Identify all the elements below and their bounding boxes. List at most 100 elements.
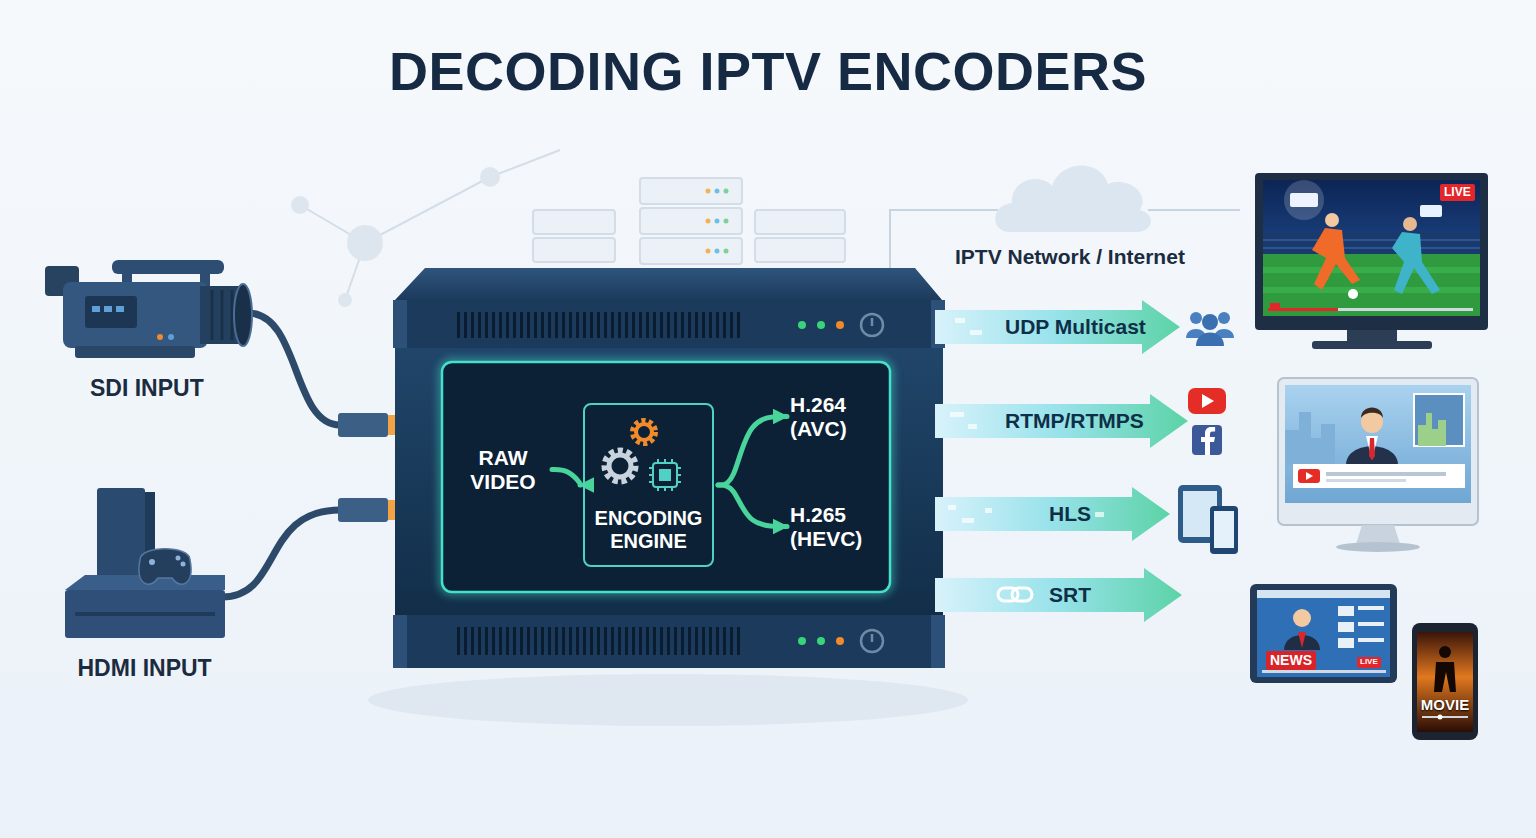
output-arrows <box>935 300 1180 354</box>
live-badge: LIVE <box>1440 184 1475 201</box>
hdmi-cable <box>338 498 388 522</box>
tv-live-sports <box>1347 330 1397 342</box>
encoder-chassis <box>861 630 883 652</box>
node-text: H.264 (AVC) <box>790 393 880 440</box>
input-label: HDMI INPUT <box>78 655 212 682</box>
srt-link-icon <box>1012 588 1032 601</box>
video-camera <box>212 290 232 340</box>
game-console <box>181 562 186 567</box>
node-text: ENCODING ENGINE <box>591 507 706 553</box>
tablet-news <box>1262 670 1386 673</box>
hdmi-cable <box>222 510 340 597</box>
tablet-news <box>1250 584 1397 683</box>
tv-live-sports <box>1348 289 1358 299</box>
gear-icons <box>605 451 635 481</box>
codec-label: H.265 (HEVC) <box>790 503 880 550</box>
background-servers <box>533 178 845 264</box>
network-label: IPTV Network / Internet <box>955 245 1185 269</box>
encoder-panel <box>442 362 890 592</box>
background-servers <box>640 178 742 204</box>
background-servers <box>640 238 742 264</box>
tablet-news <box>1250 584 1397 683</box>
encoder-chassis <box>798 321 806 329</box>
tablet-news <box>1358 622 1384 626</box>
encoder-panel <box>442 362 890 592</box>
video-camera <box>112 260 224 274</box>
background-network <box>480 167 500 187</box>
output-arrows <box>935 487 1170 541</box>
node-text: HDMI INPUT <box>78 655 212 682</box>
cloud <box>995 165 1151 232</box>
encoder-chassis <box>817 637 825 645</box>
encoder-panel <box>442 362 890 592</box>
news-badge: NEWS <box>1266 651 1316 670</box>
protocol-label: UDP Multicast <box>1005 315 1146 339</box>
sdi-cable <box>338 413 388 437</box>
background-servers <box>706 219 711 224</box>
audience-icon <box>1196 333 1224 347</box>
encoder-chassis <box>871 634 874 642</box>
video-camera <box>116 306 124 312</box>
audience-icon <box>1190 312 1202 324</box>
background-servers <box>533 210 615 234</box>
tv-live-sports <box>1263 270 1480 290</box>
node-text: RAW VIDEO <box>458 446 548 493</box>
encoder-chassis <box>393 300 407 348</box>
monitor-news <box>1336 542 1420 552</box>
tablet-news <box>1257 590 1390 677</box>
phone-movie <box>1439 646 1451 658</box>
srt-link-icon <box>998 588 1032 601</box>
game-console <box>139 549 191 584</box>
mobile-devices-icon <box>1214 511 1234 548</box>
mobile-devices-icon <box>1210 506 1238 554</box>
video-camera <box>157 334 163 340</box>
tv-live-sports <box>1268 308 1473 311</box>
signal-label: RAW VIDEO <box>458 446 548 493</box>
monitor-news <box>1326 472 1446 476</box>
protocol-label: HLS <box>1049 502 1091 526</box>
tv-live-sports <box>1403 217 1417 231</box>
video-camera <box>92 306 100 312</box>
node-text: IPTV Network / Internet <box>955 245 1185 269</box>
movie-title: MOVIE <box>1421 696 1469 713</box>
tv-live-sports <box>1263 240 1480 248</box>
phone-movie <box>1422 716 1468 718</box>
background-network <box>338 293 352 307</box>
game-console <box>65 488 225 638</box>
background-servers <box>755 238 845 262</box>
monitor-news <box>1369 438 1375 460</box>
video-camera <box>168 334 174 340</box>
monitor-news <box>1293 464 1465 488</box>
monitor-news <box>1361 408 1383 419</box>
hdmi-cable <box>222 498 402 597</box>
encoder-chassis <box>395 268 942 300</box>
sdi-cable <box>248 313 402 437</box>
phone-movie <box>1434 662 1456 692</box>
monitor-news <box>1356 525 1400 544</box>
video-camera <box>75 346 195 358</box>
game-console <box>65 590 225 638</box>
encoder-chassis <box>836 637 844 645</box>
encoder-chassis <box>836 321 844 329</box>
gear-icons <box>633 421 655 443</box>
output-arrows <box>950 412 964 417</box>
game-console <box>75 612 215 616</box>
tablet-news <box>1293 609 1311 627</box>
tv-live-sports <box>1420 205 1442 217</box>
protocol-label: RTMP/RTMPS <box>1005 409 1144 433</box>
encoder-chassis <box>861 314 883 336</box>
background-servers <box>715 249 720 254</box>
background-network <box>347 225 383 261</box>
monitor-news <box>1326 479 1406 482</box>
codec-label: H.264 (AVC) <box>790 393 880 440</box>
monitor-news <box>1366 436 1378 460</box>
sdi-cable <box>248 313 340 425</box>
chip-icon <box>659 469 671 481</box>
flow-arrow <box>718 485 787 527</box>
phone-movie <box>1412 623 1478 740</box>
video-camera <box>45 260 252 358</box>
output-arrows <box>935 394 1188 448</box>
tv-live-sports <box>1392 232 1440 294</box>
output-arrows <box>935 300 1188 622</box>
